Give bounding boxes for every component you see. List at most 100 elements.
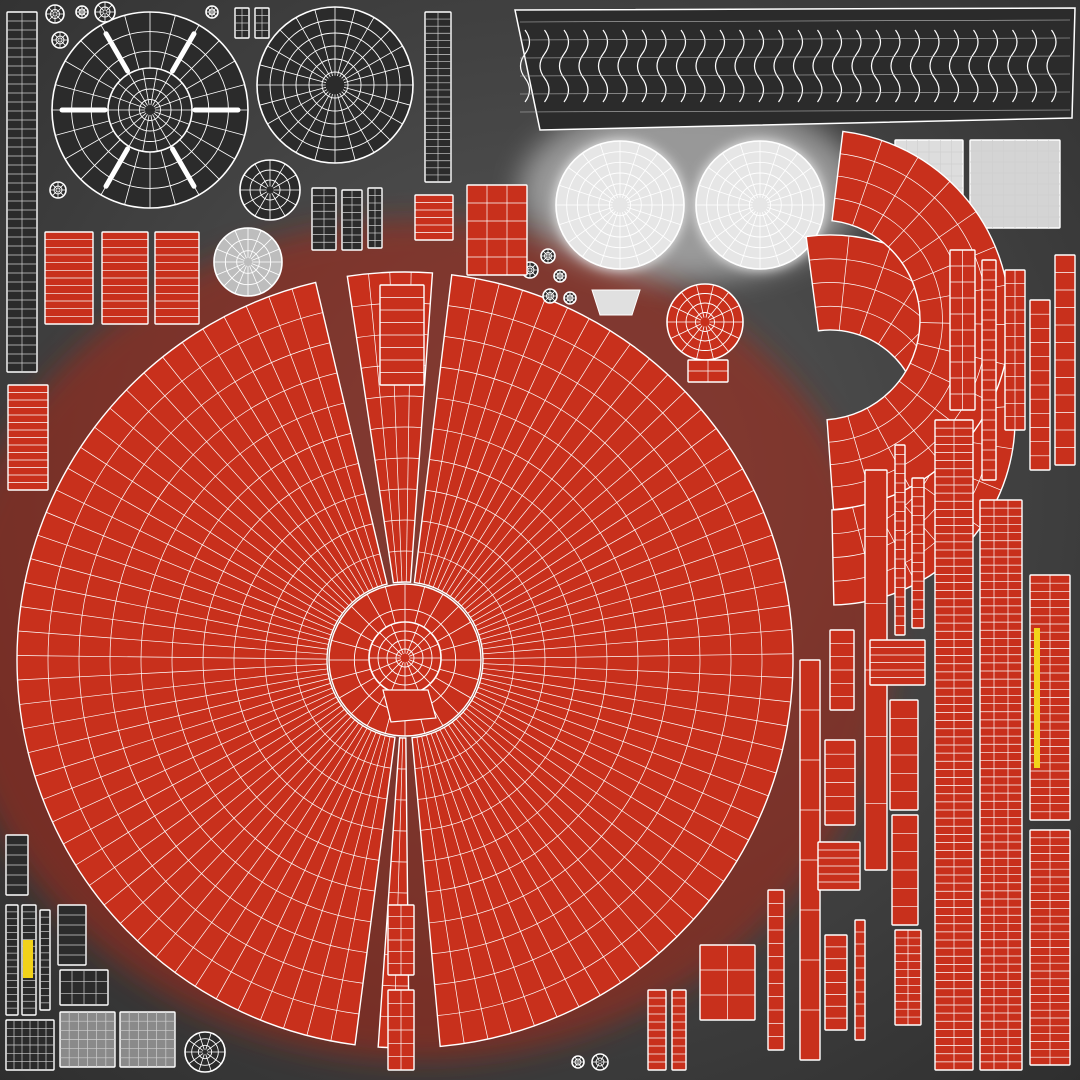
red-hub-small-spoke [670, 323, 702, 339]
small-wheel-a [239, 159, 301, 221]
tread-wave [675, 29, 687, 103]
tread-line [519, 109, 1071, 113]
big-disc-sector-3-ring [295, 553, 392, 769]
small-wheel-b-spoke [216, 263, 245, 276]
white-disc-right-spoke [765, 167, 813, 201]
tread-wave [578, 29, 589, 103]
tiny-circle-3 [205, 5, 219, 19]
tread-wave [968, 29, 979, 103]
small-wheel-a-spoke [254, 192, 269, 217]
big-disc-sector-3-ring [47, 312, 360, 1015]
wheel-large-left-center-spoke [154, 111, 190, 125]
dark-block-b [254, 7, 270, 39]
hub-cap-spoke [371, 643, 402, 657]
small-wheel-b-spoke [251, 263, 280, 276]
big-disc-sector-0-ring [370, 426, 422, 430]
bottom-tiny-a-spoke [595, 1062, 600, 1070]
bottom-tiny-b-spoke [574, 1056, 578, 1062]
white-disc-left-spoke [627, 206, 681, 226]
small-wheel-a-spoke [272, 191, 297, 206]
big-disc-sector-2-ring [382, 984, 409, 987]
tread-wave [987, 29, 999, 103]
tiny-circle-5-spoke [58, 190, 64, 196]
tread-line [519, 37, 1071, 41]
tiny-circle-10-spoke [565, 293, 570, 298]
tread-wave [890, 29, 901, 103]
big-disc-sector-1-ring [420, 489, 577, 831]
tiny-circle-8-spoke [560, 276, 565, 281]
tiny-circle-10 [563, 291, 577, 305]
wheel-large-left-center-spoke [110, 111, 146, 125]
tread-wave [851, 29, 862, 103]
small-wheel-a-spoke [272, 174, 297, 189]
big-disc-sector-2-ring [388, 892, 408, 894]
hub-cap-spoke [371, 659, 402, 673]
tiny-circle-4-spoke [54, 40, 60, 46]
wheel-right-spoke [342, 45, 403, 81]
bl-piece-d [39, 909, 51, 1011]
white-disc-left-spoke [624, 210, 658, 258]
white-disc-right-spoke [739, 144, 759, 198]
bl-small-wheel-spoke [188, 1053, 204, 1065]
big-disc-sector-1-ring [431, 366, 701, 955]
dark-strip-left [6, 11, 38, 373]
red-block-e [414, 194, 454, 241]
tiny-circle-8-spoke [560, 271, 565, 276]
tiny-circle-4-spoke [54, 34, 60, 40]
tiny-circle-5-spoke [52, 190, 58, 196]
tiny-circle-1-spoke [77, 7, 82, 12]
tiny-circle-5-spoke [58, 184, 64, 190]
strip-lower [894, 929, 922, 1026]
wheel-large-left-center-spoke [117, 82, 147, 108]
bottom-tiny-a-spoke [600, 1062, 605, 1070]
tiny-circle-9-spoke [550, 290, 556, 296]
wheel-spoke-5 [170, 31, 197, 74]
tiny-circle-3-spoke [207, 7, 212, 12]
strip-patch-b [817, 841, 861, 891]
red-block-d [7, 384, 49, 491]
red-cup-border [466, 184, 528, 276]
tiny-circle-1-spoke [77, 12, 82, 17]
tread-wave [812, 29, 823, 103]
red-tile-top [379, 284, 425, 386]
hub-cap-spoke [379, 632, 403, 656]
red-hub-small-spoke [680, 292, 703, 319]
red-hub-small-spoke [708, 305, 740, 321]
wheel-large-left-center-spoke [154, 95, 190, 109]
bottom-tiny-a-spoke [595, 1054, 600, 1062]
tiny-circle-8-spoke [555, 271, 560, 276]
big-disc-sector-1-ring [423, 459, 608, 862]
wheel-large-left-center-spoke [142, 114, 150, 152]
center-bottom-tile-a [387, 904, 415, 976]
wheel-large-left-center-spoke [110, 95, 146, 109]
wheel-right-spoke [337, 93, 356, 161]
wheel-right-spoke [337, 9, 356, 77]
white-disc-left-spoke [559, 206, 613, 226]
wheel-right [256, 6, 414, 164]
red-hub-small-spoke [708, 323, 740, 339]
tread-wave [909, 29, 921, 103]
white-disc-right-spoke [699, 206, 753, 226]
white-disc-right-spoke [765, 209, 813, 243]
bl-piece-f [59, 969, 109, 1006]
tread-wave [948, 29, 960, 103]
small-piece-a [829, 629, 855, 711]
tiny-circle-4-spoke [60, 34, 66, 40]
dark-strip-mid [424, 11, 452, 183]
big-disc-sector-0-ring [384, 519, 415, 522]
bl-small-wheel-spoke [205, 1032, 212, 1050]
big-disc-sector-3-ring [140, 402, 372, 923]
wheel-right-spoke [259, 87, 327, 106]
bl-piece-g [59, 1011, 116, 1068]
bottom-bar-b [671, 989, 687, 1071]
white-disc-right-spoke [722, 152, 756, 200]
hub-cap [368, 621, 442, 695]
white-disc-right-spoke [707, 209, 755, 243]
tiny-circle-6-spoke [530, 270, 536, 276]
red-hub-small [666, 283, 744, 361]
white-disc-right [695, 140, 825, 270]
white-disc-left [555, 140, 685, 270]
bl-small-wheel-spoke [206, 1053, 222, 1065]
tiny-circle-5-spoke [52, 184, 58, 190]
